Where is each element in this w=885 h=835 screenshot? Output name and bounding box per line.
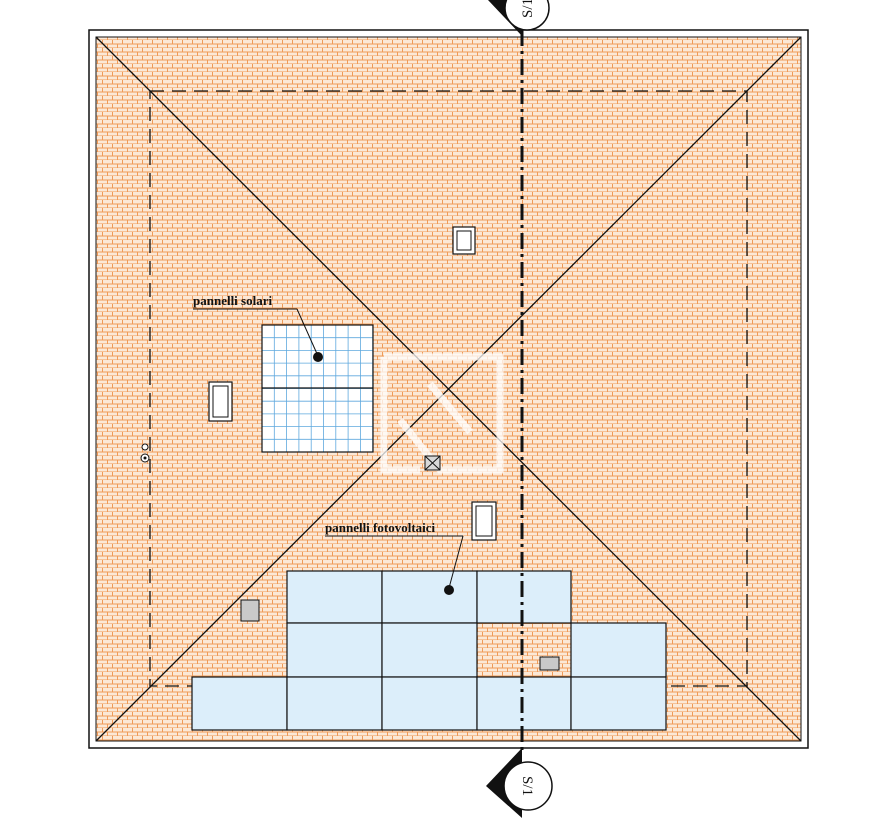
wall-outline-dashed [149, 90, 748, 687]
chimney-small [539, 656, 560, 671]
section-marker-bottom: S/1 [486, 748, 553, 818]
label-pv-panels: pannelli fotovoltaici [325, 520, 436, 535]
section-label-top: S/1 [520, 0, 536, 18]
leader-pv-dot [444, 585, 454, 595]
leader-solar-dot [313, 352, 323, 362]
leader-solar [296, 308, 319, 357]
watermark-logo [380, 353, 504, 474]
section-label-bottom: S/1 [519, 776, 535, 796]
label-solar-panels: pannelli solari [193, 293, 272, 308]
chimney-left [240, 599, 260, 622]
hip-line-2 [95, 36, 802, 742]
skylight-right [471, 501, 497, 541]
roof-vent [424, 455, 441, 471]
leader-pv [448, 535, 464, 589]
section-marker-top: S/1 [488, 0, 550, 36]
skylight-top [452, 226, 476, 255]
pipe-symbol [140, 443, 150, 463]
solar-panels [261, 324, 374, 453]
skylight-left [208, 381, 233, 422]
pv-panels [191, 570, 667, 731]
